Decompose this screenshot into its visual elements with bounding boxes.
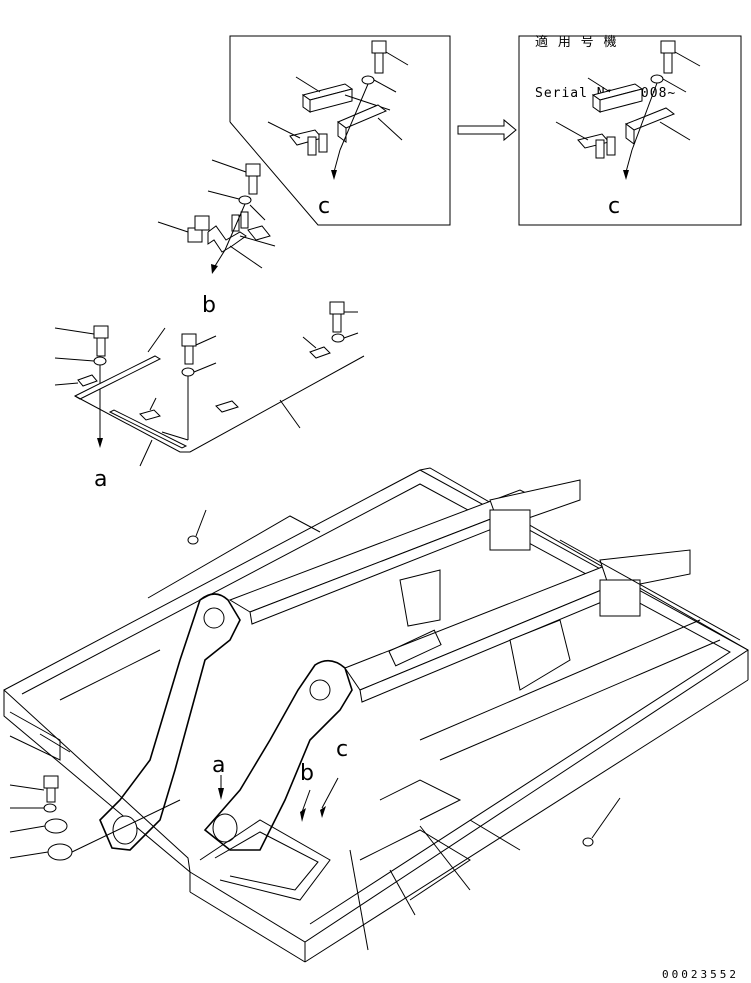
bolt-icon bbox=[9, 775, 59, 803]
callout-b-detail: b bbox=[202, 293, 216, 318]
detail-c-inset-after: c bbox=[518, 35, 742, 226]
bolt-icon bbox=[211, 159, 261, 195]
shim-icon bbox=[9, 843, 73, 861]
callout-b-frame: b bbox=[300, 761, 314, 786]
washer-icon bbox=[361, 75, 397, 93]
bolt-icon bbox=[582, 797, 621, 847]
applicable-label: 適 用 号 機 bbox=[535, 35, 618, 50]
callout-a-frame: a bbox=[212, 753, 225, 778]
detail-c-inset-before: c bbox=[229, 35, 451, 226]
shim-icon bbox=[267, 121, 328, 156]
washer-icon bbox=[650, 74, 687, 93]
pad-block-icon bbox=[295, 76, 391, 113]
block-icon bbox=[157, 215, 210, 243]
callout-c-frame: c bbox=[336, 737, 348, 762]
bolt-icon bbox=[187, 509, 207, 545]
bracket-icon bbox=[337, 104, 403, 143]
detail-a-cover-plates: a bbox=[54, 301, 365, 492]
drawing-part-number: 00023552 bbox=[662, 968, 739, 981]
revolving-frame: a b c bbox=[3, 467, 749, 963]
callout-c-inset-before: c bbox=[318, 194, 330, 219]
shim-icon bbox=[555, 121, 616, 159]
shim-icon bbox=[231, 204, 271, 241]
bolt-icon bbox=[660, 40, 701, 74]
callout-c-inset-after: c bbox=[608, 194, 620, 219]
side-bolt-group bbox=[9, 775, 181, 861]
bolt-icon bbox=[371, 40, 409, 74]
plate-icon bbox=[9, 818, 68, 834]
washer-icon bbox=[10, 803, 57, 813]
detail-b-assembly: b bbox=[157, 159, 276, 318]
pad-block-icon bbox=[587, 77, 644, 113]
arrow-right-icon bbox=[457, 118, 517, 142]
bracket-icon bbox=[207, 225, 276, 253]
callout-a-detail: a bbox=[94, 467, 107, 492]
washer-icon bbox=[207, 190, 252, 205]
bracket-icon bbox=[624, 107, 691, 145]
